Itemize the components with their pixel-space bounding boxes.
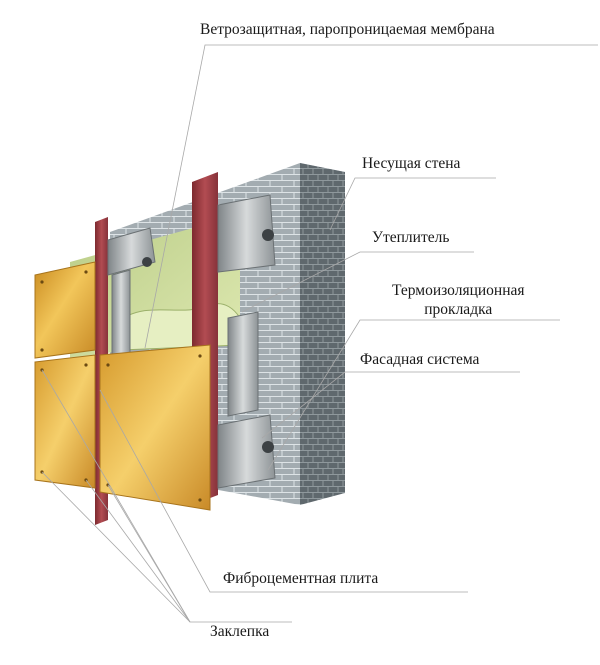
bracket-left-profile	[111, 269, 131, 361]
facade-brackets	[107, 194, 276, 489]
leader-thermal-pad	[267, 319, 560, 471]
label-thermal-pad-line1: Термоизоляционная	[392, 282, 525, 299]
rivet	[40, 348, 44, 352]
rivet	[198, 498, 202, 502]
panel-bottom-left	[34, 354, 96, 489]
label-fiber-cement: Фиброцементная плита	[223, 570, 379, 587]
leader-fiber-cement	[99, 389, 468, 593]
label-rivet: Заклепка	[210, 623, 270, 640]
fiber-cement-panels	[34, 261, 211, 511]
leader-rivet-2	[85, 479, 191, 623]
bracket-bolt	[262, 441, 274, 453]
wall-side-face	[300, 163, 345, 505]
label-thermal-pad-line2: прокладка	[424, 301, 493, 318]
leader-facade-system	[261, 371, 520, 439]
panel-bottom-right	[99, 344, 211, 511]
label-thermal-pad: Термоизоляционная прокладка	[392, 281, 525, 319]
bracket-right-bottom	[217, 414, 276, 489]
leader-membrane	[144, 44, 598, 349]
leader-insulation	[241, 251, 474, 313]
rivet	[84, 270, 88, 274]
label-facade-system: Фасадная система	[360, 351, 480, 368]
bracket-bolt	[142, 257, 152, 267]
leader-rivet-4	[41, 369, 292, 623]
label-insulation: Утеплитель	[372, 229, 450, 246]
panel-top-left	[34, 261, 96, 359]
rivet	[40, 280, 44, 284]
bracket-right-top	[217, 194, 276, 273]
rivet	[198, 354, 202, 358]
rivet	[106, 363, 110, 367]
leader-lines	[41, 44, 598, 623]
leader-rivet-1	[41, 471, 191, 623]
leader-wall	[329, 177, 496, 231]
rivet	[84, 363, 88, 367]
label-membrane: Ветрозащитная, паропроницаемая мембрана	[200, 21, 495, 38]
label-wall: Несущая стена	[362, 155, 461, 172]
bracket-bolt	[262, 229, 274, 241]
bracket-right-profile	[227, 311, 259, 417]
